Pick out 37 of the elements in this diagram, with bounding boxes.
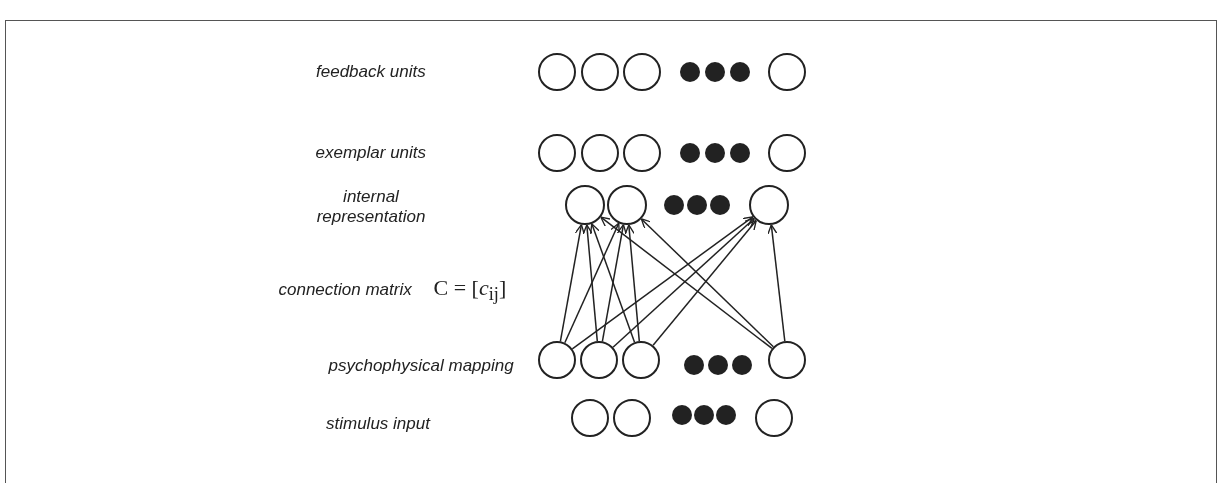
- unit-circle: [768, 134, 806, 172]
- unit-circle: [607, 185, 647, 225]
- unit-circle: [538, 53, 576, 91]
- unit-circle: [768, 341, 806, 379]
- unit-circle: [565, 185, 605, 225]
- matrix-formula: C = [c$_{ij}$]: [433, 275, 507, 306]
- unit-circle: [538, 134, 576, 172]
- arrow: [564, 222, 620, 344]
- row-label: feedback units: [316, 62, 426, 82]
- unit-circle: [749, 185, 789, 225]
- row-label: connection matrix: [278, 280, 412, 300]
- arrow: [767, 224, 786, 342]
- arrow: [652, 219, 757, 347]
- arrow: [601, 223, 627, 343]
- row-label: exemplar units: [315, 143, 427, 163]
- arrow: [640, 218, 775, 348]
- arrow: [600, 216, 773, 350]
- unit-circle: [623, 53, 661, 91]
- unit-circle: [538, 341, 576, 379]
- arrow: [582, 224, 599, 342]
- unit-circle: [613, 399, 651, 437]
- arrow: [559, 223, 585, 343]
- arrow: [624, 224, 641, 342]
- unit-circle: [571, 399, 609, 437]
- unit-circle: [623, 134, 661, 172]
- arrow: [571, 216, 754, 350]
- unit-circle: [622, 341, 660, 379]
- row-label: internal representation: [315, 187, 427, 227]
- unit-circle: [581, 53, 619, 91]
- arrow: [589, 223, 636, 343]
- unit-circle: [755, 399, 793, 437]
- unit-circle: [768, 53, 806, 91]
- row-label: stimulus input: [326, 414, 430, 434]
- row-label: psychophysical mapping: [328, 356, 514, 376]
- unit-circle: [581, 134, 619, 172]
- arrow: [612, 217, 755, 348]
- unit-circle: [580, 341, 618, 379]
